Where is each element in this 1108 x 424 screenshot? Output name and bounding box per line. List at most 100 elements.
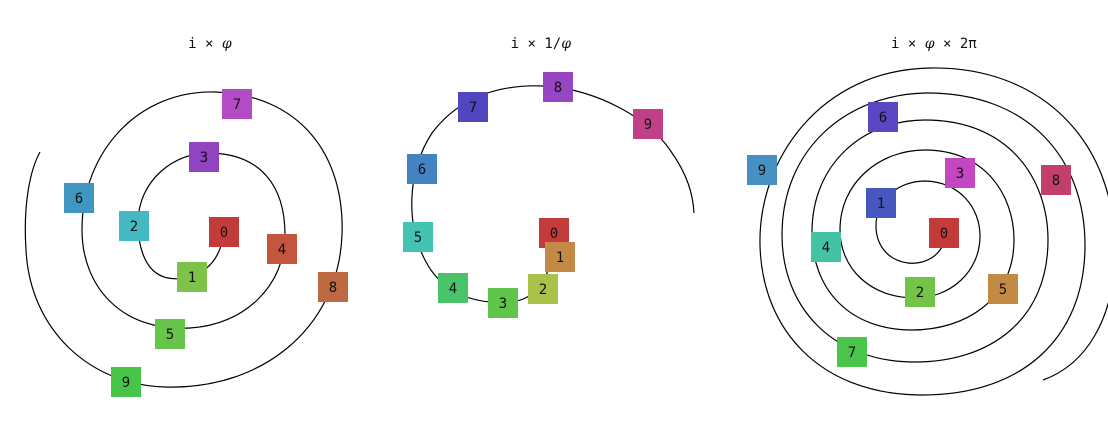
marker-label: 9 [122,375,130,391]
marker-square [458,92,488,122]
marker-square [407,154,437,184]
title-prefix: i × [891,36,925,52]
title-prefix: i × [188,36,222,52]
marker-square [177,262,207,292]
marker-9: 9 [111,367,141,397]
marker-label: 6 [879,110,887,126]
marker-square [111,367,141,397]
marker-0: 0 [929,218,959,248]
marker-square [189,142,219,172]
marker-label: 5 [166,327,174,343]
marker-1: 1 [866,188,896,218]
marker-5: 5 [403,222,433,252]
marker-3: 3 [189,142,219,172]
marker-7: 7 [458,92,488,122]
marker-5: 5 [988,274,1018,304]
title-prefix: i × 1/ [510,36,562,52]
marker-label: 6 [75,191,83,207]
marker-2: 2 [119,211,149,241]
spiral-panel-phi-two-pi: 0 1 2 3 4 5 6 7 8 9 [747,67,1108,396]
marker-label: 7 [233,97,241,113]
marker-label: 0 [550,226,558,242]
marker-0: 0 [209,217,239,247]
marker-6: 6 [868,102,898,132]
marker-square [119,211,149,241]
marker-square [747,155,777,185]
marker-square [438,273,468,303]
marker-label: 9 [758,163,766,179]
marker-label: 8 [329,280,337,296]
spiral-panel-phi: 0 1 2 3 4 5 6 7 8 9 [24,89,348,397]
marker-3: 3 [488,288,518,318]
marker-7: 7 [222,89,252,119]
marker-square [543,72,573,102]
marker-label: 6 [418,162,426,178]
marker-5: 5 [155,319,185,349]
marker-label: 2 [916,285,924,301]
marker-square [837,337,867,367]
marker-square [64,183,94,213]
marker-label: 4 [278,242,286,258]
title-suffix: × 2π [934,36,977,52]
marker-label: 3 [956,166,964,182]
marker-label: 4 [822,240,830,256]
marker-3: 3 [945,158,975,188]
marker-square [868,102,898,132]
marker-label: 7 [469,100,477,116]
marker-label: 2 [539,282,547,298]
marker-4: 4 [811,232,841,262]
marker-label: 8 [1052,173,1060,189]
panel-title-phi: i × φ [154,20,232,68]
marker-label: 7 [848,345,856,361]
marker-square [318,272,348,302]
marker-label: 5 [999,282,1007,298]
marker-square [905,277,935,307]
marker-9: 9 [747,155,777,185]
marker-label: 0 [940,226,948,242]
marker-2: 2 [528,274,558,304]
title-symbol: φ [924,36,935,52]
marker-4: 4 [267,234,297,264]
marker-8: 8 [543,72,573,102]
marker-label: 1 [877,196,885,212]
marker-square [403,222,433,252]
marker-square [528,274,558,304]
marker-square [488,288,518,318]
title-symbol: φ [561,36,572,52]
marker-square [945,158,975,188]
marker-square [545,242,575,272]
marker-label: 3 [499,296,507,312]
panel-title-phi-two-pi: i × φ × 2π [857,20,977,68]
marker-square [929,218,959,248]
marker-label: 9 [644,117,652,133]
marker-1: 1 [177,262,207,292]
marker-4: 4 [438,273,468,303]
marker-label: 2 [130,219,138,235]
marker-label: 1 [188,270,196,286]
spiral-panel-inverse-phi: 0 12 3 4 5 6 7 8 9 [403,72,695,318]
marker-6: 6 [64,183,94,213]
marker-square [267,234,297,264]
marker-9: 9 [633,109,663,139]
marker-label: 8 [554,80,562,96]
marker-8: 8 [1041,165,1071,195]
marker-square [155,319,185,349]
marker-6: 6 [407,154,437,184]
marker-square [209,217,239,247]
panel-title-inverse-phi: i × 1/φ [477,20,571,68]
marker-square [811,232,841,262]
marker-label: 0 [220,225,228,241]
marker-square [866,188,896,218]
marker-label: 4 [449,281,457,297]
marker-8: 8 [318,272,348,302]
title-symbol: φ [221,36,232,52]
marker-square [222,89,252,119]
marker-7: 7 [837,337,867,367]
marker-square [1041,165,1071,195]
marker-square [988,274,1018,304]
marker-square [633,109,663,139]
marker-label: 5 [414,230,422,246]
marker-2: 2 [905,277,935,307]
marker-label: 1 [556,250,564,266]
